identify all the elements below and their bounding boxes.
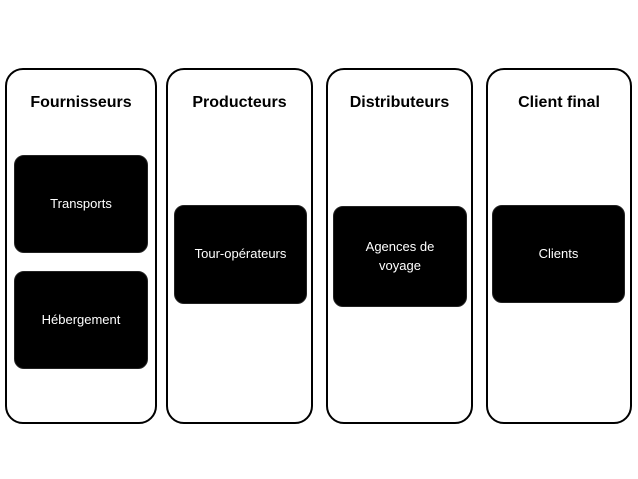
column-producteurs: Producteurs Tour-opérateurs bbox=[166, 68, 313, 424]
column-title: Producteurs bbox=[192, 94, 287, 111]
box-agences-de-voyage: Agences de voyage bbox=[333, 206, 467, 307]
box-transports: Transports bbox=[14, 155, 148, 253]
column-title: Distributeurs bbox=[349, 94, 450, 111]
box-clients: Clients bbox=[492, 205, 625, 303]
box-agences-de-voyage-label: Agences de voyage bbox=[365, 238, 435, 273]
column-client-final: Client final Clients bbox=[486, 68, 632, 424]
column-title: Fournisseurs bbox=[30, 94, 132, 111]
box-hebergement: Hébergement bbox=[14, 271, 148, 369]
column-distributeurs: Distributeurs Agences de voyage bbox=[326, 68, 473, 424]
box-tour-operateurs: Tour-opérateurs bbox=[174, 205, 307, 304]
column-fournisseurs: Fournisseurs Transports Hébergement bbox=[5, 68, 157, 424]
column-title: Client final bbox=[518, 94, 600, 111]
